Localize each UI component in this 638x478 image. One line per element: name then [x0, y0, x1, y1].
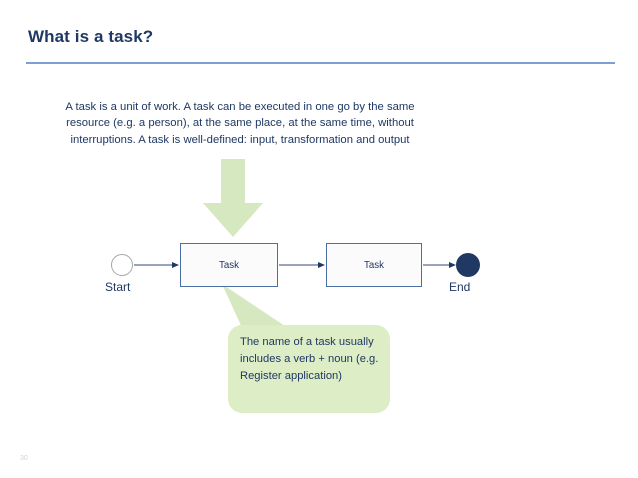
page-title: What is a task? — [28, 27, 154, 46]
task-node-1[interactable]: Task — [180, 243, 278, 287]
end-event-node[interactable] — [456, 253, 480, 277]
task-node-2-label: Task — [364, 259, 384, 271]
title-divider — [26, 62, 615, 64]
callout-tail — [222, 284, 294, 332]
start-node-label: Start — [105, 280, 131, 294]
start-event-node[interactable] — [111, 254, 133, 276]
task-node-1-label: Task — [219, 259, 239, 271]
down-arrow-icon — [203, 159, 263, 237]
callout-bubble[interactable] — [228, 325, 390, 413]
page-number: 30 — [20, 455, 28, 462]
callout-text: The name of a task usually includes a ve… — [240, 336, 379, 382]
task-node-2[interactable]: Task — [326, 243, 422, 287]
end-node-label: End — [449, 280, 471, 294]
intro-paragraph: A task is a unit of work. A task can be … — [65, 101, 415, 146]
